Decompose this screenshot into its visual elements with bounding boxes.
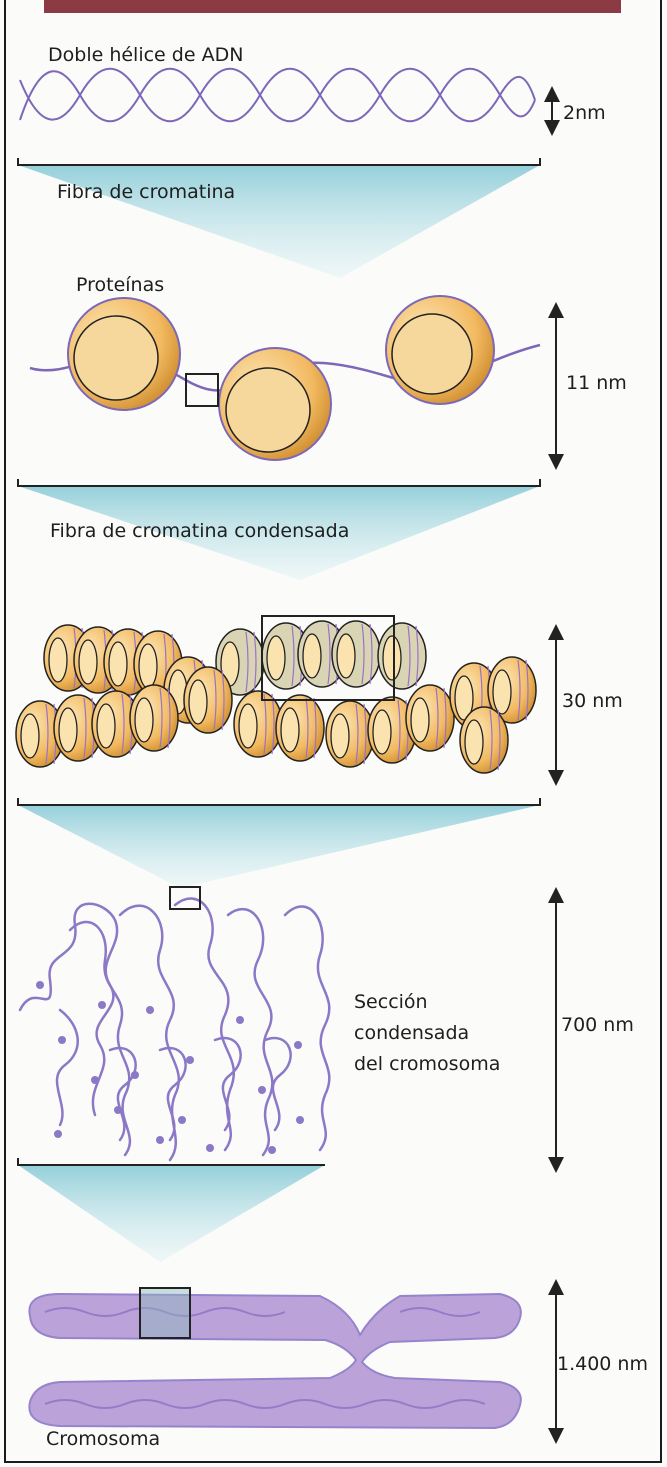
dna-double-helix [20, 69, 535, 122]
section-size: 700 nm [561, 1014, 634, 1038]
condensed-bead [184, 667, 232, 733]
nucleosome-3 [386, 296, 494, 404]
condensed-bead [276, 695, 324, 761]
section-dot [294, 1041, 302, 1049]
section-dot [178, 1116, 186, 1124]
section-dots [36, 981, 304, 1154]
nucleosome-2 [219, 348, 331, 460]
condensed-fiber-size: 30 nm [562, 690, 623, 714]
chromosome-size: 1.400 nm [557, 1353, 648, 1377]
section-dot [236, 1016, 244, 1024]
fiber-annotation: Proteínas [76, 274, 164, 298]
zoom-funnel-3 [18, 805, 540, 888]
condensed-bead [326, 701, 374, 767]
zoom-funnel-4 [18, 1165, 325, 1262]
section-dot [156, 1136, 164, 1144]
section-dot [258, 1086, 266, 1094]
chromosome-title: Cromosoma [46, 1428, 160, 1452]
section-dot [91, 1076, 99, 1084]
condensed-bead [332, 621, 380, 687]
section-dot [268, 1146, 276, 1154]
section-dot [296, 1116, 304, 1124]
condensed-bead [378, 623, 426, 689]
condensed-fiber-title: Fibra de cromatina condensada [50, 520, 349, 544]
section-dot [54, 1130, 62, 1138]
fiber-size: 11 nm [566, 372, 627, 396]
fiber-title: Fibra de cromatina [57, 181, 235, 205]
section-dot [146, 1006, 154, 1014]
section-label-line3: del cromosoma [354, 1053, 500, 1077]
section-dot [114, 1106, 122, 1114]
condensed-fiber-beads [16, 621, 536, 773]
condensed-bead [406, 685, 454, 751]
dimension-arrows [552, 94, 556, 1436]
section-dot [186, 1056, 194, 1064]
section-dot [58, 1036, 66, 1044]
section-label-line2: condensada [354, 1022, 469, 1046]
nucleosome-1 [68, 298, 180, 410]
condensed-bead [130, 685, 178, 751]
section-dot [206, 1144, 214, 1152]
section-dot [131, 1071, 139, 1079]
section-dot [36, 981, 44, 989]
section-label-line1: Sección [354, 991, 428, 1015]
dna-size: 2nm [563, 102, 606, 126]
section-dot [98, 1001, 106, 1009]
condensed-section-loops [20, 899, 329, 1160]
chromosome-shape [29, 1294, 520, 1428]
zoom-box-chromosome [140, 1288, 190, 1338]
condensed-bead [460, 707, 508, 773]
dna-title: Doble hélice de ADN [48, 44, 243, 68]
